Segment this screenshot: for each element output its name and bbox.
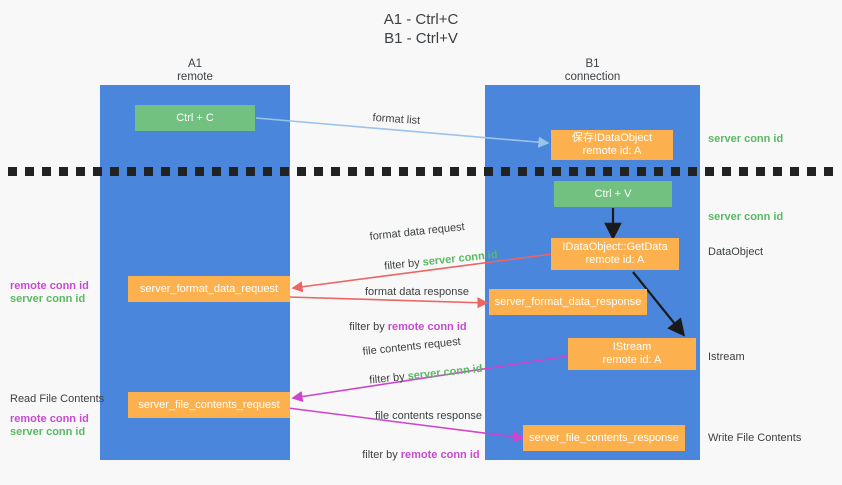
lane-header-b1: B1 connection (564, 58, 621, 83)
side-label-write-file-contents: Write File Contents (708, 432, 802, 444)
side-label-dataobject: DataObject (708, 246, 764, 258)
box-ctrl-v[interactable]: Ctrl + V (554, 181, 672, 207)
box-server-file-contents-request[interactable]: server_file_contents_request (128, 392, 290, 418)
left-label-server-conn-id-1: server conn id (10, 293, 86, 305)
left-label-remote-conn-id-2: remote conn id (10, 413, 89, 425)
phase-divider (8, 167, 834, 176)
left-label-read-file-contents: Read File Contents (10, 393, 105, 405)
filter-prefix: filter by (368, 370, 409, 387)
filter-format-data-request: filter by server conn id (370, 234, 500, 289)
filter-prefix: filter by (362, 449, 401, 461)
filter-value-server-conn-id: server conn id (422, 248, 499, 269)
box-server-format-data-response[interactable]: server_format_data_response (489, 289, 647, 315)
side-label-server-conn-id-top: server conn id (708, 133, 784, 145)
label-format-list: format list (372, 111, 421, 127)
box-server-format-data-request[interactable]: server_format_data_request (128, 276, 290, 302)
filter-prefix: filter by (349, 321, 388, 333)
filter-value-server-conn-id: server conn id (407, 362, 484, 383)
page-title: A1 - Ctrl+C B1 - Ctrl+V (383, 11, 459, 47)
box-server-file-contents-response[interactable]: server_file_contents_response (523, 425, 685, 451)
lane-header-a1: A1 remote (177, 58, 213, 83)
label-format-data-response: format data response (365, 286, 469, 298)
left-label-server-conn-id-2: server conn id (10, 426, 86, 438)
filter-prefix: filter by (383, 256, 424, 273)
box-idataobject-getdata[interactable]: IDataObject::GetData remote id: A (551, 238, 679, 270)
filter-value-remote-conn-id: remote conn id (387, 321, 467, 333)
filter-value-remote-conn-id: remote conn id (400, 449, 480, 461)
filter-format-data-response: filter by remote conn id (337, 306, 467, 348)
box-istream[interactable]: IStream remote id: A (568, 338, 696, 370)
label-file-contents-response: file contents response (375, 410, 483, 422)
side-label-istream: Istream (708, 351, 745, 363)
box-save-idataobject[interactable]: 保存IDataObject remote id: A (551, 130, 673, 160)
side-label-server-conn-id-second: server conn id (708, 211, 784, 223)
filter-file-contents-response: filter by remote conn id (350, 434, 480, 476)
box-ctrl-c[interactable]: Ctrl + C (135, 105, 255, 131)
left-label-remote-conn-id-1: remote conn id (10, 280, 89, 292)
